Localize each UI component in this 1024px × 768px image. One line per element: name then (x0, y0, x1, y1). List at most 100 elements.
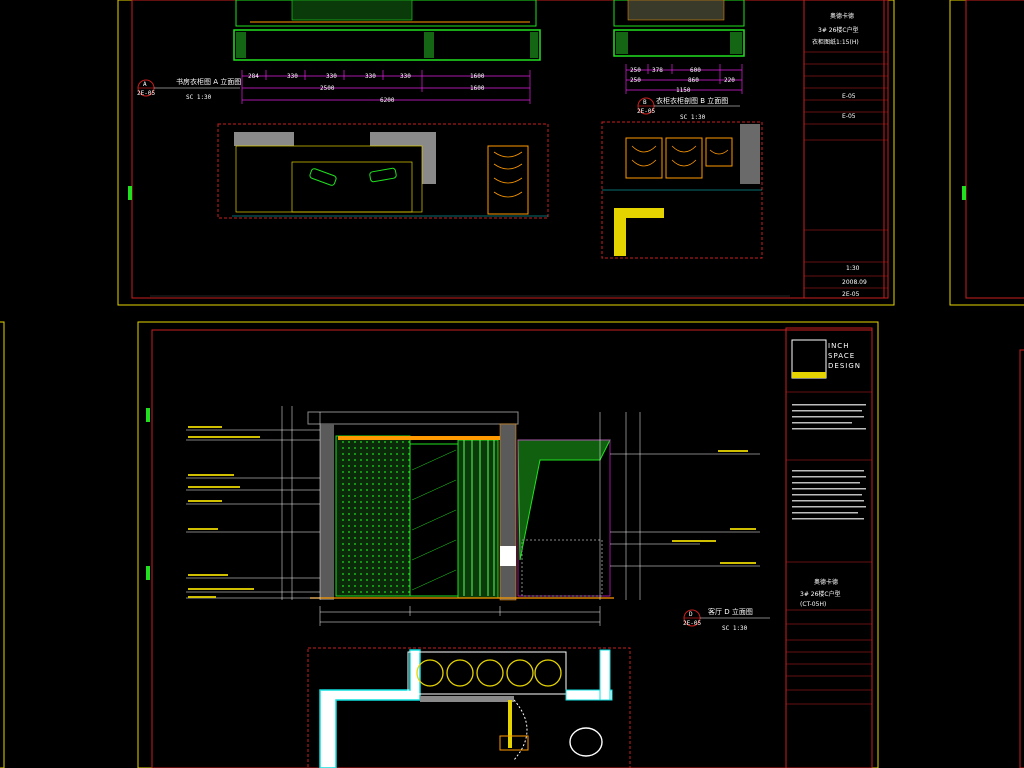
brand-line-1: INCH (828, 342, 849, 350)
pattern-dot (342, 495, 344, 497)
view-d-elevation (307, 411, 614, 601)
pattern-dot (348, 453, 350, 455)
stair-profile (517, 439, 611, 561)
pattern-dot (390, 567, 392, 569)
cushion-shape (369, 167, 397, 183)
pattern-dot (366, 585, 368, 587)
pattern-dot (378, 555, 380, 557)
pattern-dot (384, 477, 386, 479)
pattern-dot (384, 501, 386, 503)
pattern-dot (408, 531, 410, 533)
title-block-frame (785, 327, 873, 768)
dim-text: 1150 (676, 87, 691, 94)
pattern-dot (402, 483, 404, 485)
sheet-frame (1019, 349, 1024, 768)
pattern-dot (360, 525, 362, 527)
pattern-dot (360, 531, 362, 533)
cabinet-body (235, 0, 537, 27)
wardrobe-panel (705, 137, 733, 167)
pattern-dot (348, 591, 350, 593)
pattern-dot (402, 531, 404, 533)
pattern-dot (366, 549, 368, 551)
pattern-dot (402, 459, 404, 461)
dim-text: 1600 (470, 73, 485, 80)
pattern-dot (378, 573, 380, 575)
pattern-dot (396, 459, 398, 461)
pattern-dot (384, 519, 386, 521)
view-b-callout: B 2E-05 衣柜衣柜剖图 B 立面图 SC 1:30 (637, 96, 740, 121)
pattern-dot (348, 561, 350, 563)
pattern-dot (390, 495, 392, 497)
dim-text: 860 (688, 77, 699, 84)
pattern-dot (384, 459, 386, 461)
pattern-dot (390, 543, 392, 545)
pattern-dot (390, 501, 392, 503)
pattern-dot (360, 555, 362, 557)
left-wall (320, 424, 334, 600)
project-name: 奥德卡德 (830, 12, 854, 20)
top-sheet-outer-frame (117, 0, 895, 306)
dimension-chain-d (319, 606, 601, 626)
pattern-dot (390, 585, 392, 587)
drawing-scale: 1:30 (846, 265, 860, 272)
pattern-dot (366, 525, 368, 527)
pattern-dot (354, 507, 356, 509)
pattern-dot (378, 465, 380, 467)
pattern-dot (354, 489, 356, 491)
pattern-dot (408, 483, 410, 485)
pattern-dot (384, 567, 386, 569)
pattern-dot (408, 513, 410, 515)
title-block-frame (803, 0, 889, 299)
curtain-folds (463, 440, 495, 596)
pattern-dot (372, 495, 374, 497)
pattern-dot (402, 501, 404, 503)
pattern-dot (354, 447, 356, 449)
pattern-dot (378, 441, 380, 443)
pattern-dot (396, 447, 398, 449)
top-sheet: 284 330 330 330 330 1600 2500 1600 6200 … (117, 0, 895, 306)
pattern-dot (366, 465, 368, 467)
pattern-dot (396, 507, 398, 509)
pattern-dot (408, 579, 410, 581)
pattern-dot (390, 489, 392, 491)
pattern-dot (396, 549, 398, 551)
pattern-dot (390, 483, 392, 485)
pattern-dot (396, 537, 398, 539)
dim-text: 330 (287, 73, 298, 80)
pattern-dot (390, 465, 392, 467)
view-a-scale: SC 1:30 (186, 94, 212, 101)
pattern-dot (384, 453, 386, 455)
pattern-dot (408, 441, 410, 443)
plan-boundary (307, 647, 631, 768)
pattern-dot (384, 555, 386, 557)
sheet-frame-inner (965, 0, 1024, 299)
cyan-wall (599, 649, 611, 701)
pattern-dot (396, 453, 398, 455)
pattern-dot (378, 471, 380, 473)
pattern-dot (360, 489, 362, 491)
drawing-scale-line: 衣柜图纸1:15(H) (812, 38, 859, 46)
view-d-callout: D 2E-05 客厅 D 立面图 SC 1:30 (683, 607, 770, 632)
pattern-dot (396, 573, 398, 575)
pattern-dot (402, 447, 404, 449)
pattern-dot (408, 561, 410, 563)
pattern-dot (402, 561, 404, 563)
pattern-dot (390, 555, 392, 557)
pattern-dot (402, 477, 404, 479)
pattern-dot (378, 483, 380, 485)
pattern-dot (366, 483, 368, 485)
project-name: 奥德卡德 (814, 578, 838, 586)
pattern-dot (378, 537, 380, 539)
dim-text: 378 (652, 67, 663, 74)
yellow-wall (614, 208, 664, 218)
pattern-dot (408, 555, 410, 557)
pattern-dot (402, 555, 404, 557)
pattern-dot (366, 543, 368, 545)
pattern-dot (402, 549, 404, 551)
pattern-dot (402, 513, 404, 515)
pattern-dot (396, 465, 398, 467)
pattern-dot (366, 555, 368, 557)
pattern-dot (378, 567, 380, 569)
pattern-dot (384, 483, 386, 485)
brand-line-2: SPACE (828, 352, 855, 360)
